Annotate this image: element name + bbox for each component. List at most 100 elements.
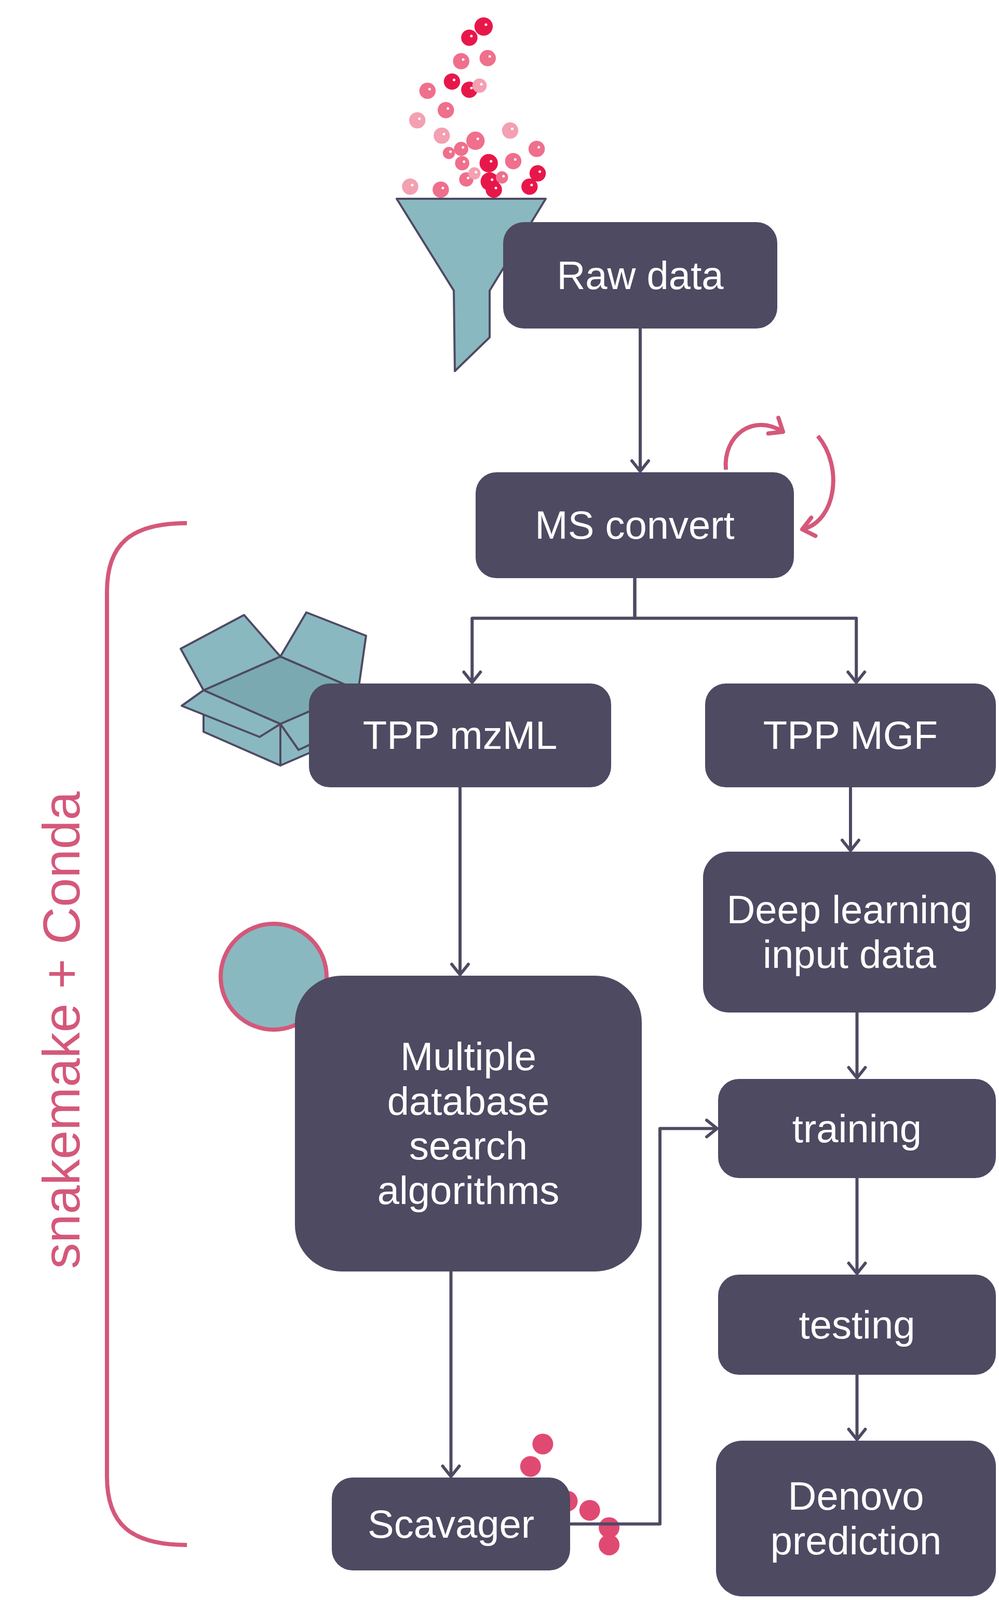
text-stack: Deep learning input data	[713, 887, 986, 978]
dot-highlight	[476, 137, 480, 141]
process-box: Scavager	[331, 1478, 571, 1572]
flow-arrow	[855, 1013, 859, 1079]
dot-highlight	[428, 87, 431, 91]
dot-highlight	[461, 146, 465, 150]
particle-dot	[528, 140, 545, 157]
process-box: Deep learning input data	[703, 852, 996, 1014]
box-label: Scavager	[367, 1502, 535, 1548]
dot-highlight	[452, 78, 456, 82]
particle-dot	[419, 82, 436, 99]
box-label: Raw data	[556, 253, 724, 299]
dot-highlight	[469, 34, 473, 38]
particle-dot	[453, 141, 469, 157]
particle-dot	[442, 146, 456, 160]
text-stack: Scavager	[367, 1502, 535, 1548]
process-box: training	[718, 1079, 996, 1179]
text-stack: testing	[799, 1303, 916, 1348]
process-box: TPP MGF	[705, 683, 996, 788]
dot-highlight	[410, 183, 414, 187]
particle-dot	[466, 131, 485, 150]
particle-dot	[452, 52, 469, 70]
text-stack: MS convert	[534, 503, 735, 548]
dot-highlight	[490, 178, 494, 182]
flow-arrow	[855, 1375, 859, 1441]
box-label: Deep learning input data	[713, 887, 986, 978]
process-box: Denovo prediction	[716, 1441, 996, 1598]
cycle-arrow	[802, 436, 834, 530]
particle-dot	[474, 17, 493, 36]
flow-arrow	[848, 787, 853, 852]
flow-arrow	[471, 578, 635, 683]
particle-dot	[479, 154, 498, 173]
process-box: TPP mzML	[308, 683, 612, 788]
side-label: snakemake + Conda	[31, 791, 92, 1270]
process-box: MS convert	[475, 472, 794, 579]
text-stack: Denovo prediction	[736, 1474, 976, 1564]
dot-highlight	[417, 117, 421, 120]
flow-arrow	[638, 328, 642, 472]
dot-highlight	[514, 158, 517, 161]
dot-highlight	[538, 170, 542, 173]
text-stack: TPP mzML	[362, 713, 558, 759]
box-label: TPP mzML	[362, 713, 558, 759]
dot-highlight	[462, 58, 465, 61]
particle-dot	[579, 1500, 601, 1522]
box-label: Denovo prediction	[736, 1474, 976, 1564]
particle-dot	[468, 167, 481, 180]
box-label: testing	[799, 1303, 916, 1348]
particle-dot	[520, 1456, 542, 1478]
dot-highlight	[530, 183, 533, 187]
particle-dot	[485, 181, 502, 198]
text-stack: Multiple database search algorithms	[357, 1034, 580, 1214]
process-box: Raw data	[503, 222, 778, 329]
box-label: TPP MGF	[763, 713, 938, 759]
particle-dot	[505, 153, 522, 170]
particle-dot	[409, 112, 426, 129]
dot-highlight	[462, 160, 466, 164]
particle-dot	[479, 49, 496, 66]
particle-dot	[598, 1535, 620, 1557]
text-stack: training	[792, 1107, 922, 1152]
flow-arrow	[458, 787, 462, 976]
text-stack: Raw data	[556, 253, 724, 299]
flow-arrow	[635, 578, 857, 683]
box-label: Multiple database search algorithms	[357, 1034, 580, 1214]
process-box: testing	[718, 1275, 996, 1376]
dot-highlight	[502, 174, 505, 178]
bracket	[106, 523, 187, 1546]
dot-highlight	[494, 186, 498, 190]
dot-highlight	[469, 86, 473, 90]
process-box: Multiple database search algorithms	[294, 976, 642, 1273]
particle-dot	[443, 73, 461, 90]
dot-highlight	[466, 177, 470, 180]
dot-highlight	[489, 159, 493, 163]
dot-highlight	[537, 145, 540, 149]
particle-dot	[454, 156, 470, 171]
flow-arrow	[855, 1178, 859, 1275]
particle-dot	[472, 78, 488, 93]
dot-highlight	[449, 150, 452, 154]
particle-dot	[401, 178, 418, 195]
particle-dot	[521, 178, 538, 195]
particle-dots	[401, 17, 546, 198]
particle-dot	[432, 181, 449, 198]
particle-dot	[502, 122, 519, 139]
cycle-arrow	[725, 425, 783, 470]
particle-dot	[461, 29, 478, 46]
dot-highlight	[510, 127, 514, 131]
particle-dot	[433, 127, 450, 144]
dot-highlight	[474, 170, 478, 174]
dot-highlight	[446, 107, 450, 111]
dot-highlight	[480, 83, 483, 86]
box-label: training	[792, 1107, 922, 1152]
particle-dot	[495, 171, 509, 184]
dot-highlight	[488, 55, 492, 58]
dot-highlight	[442, 132, 445, 136]
box-label: MS convert	[534, 503, 735, 548]
flow-arrow	[449, 1272, 453, 1478]
text-stack: TPP MGF	[763, 713, 938, 759]
particle-dot	[532, 1434, 553, 1455]
dot-highlight	[441, 186, 444, 190]
